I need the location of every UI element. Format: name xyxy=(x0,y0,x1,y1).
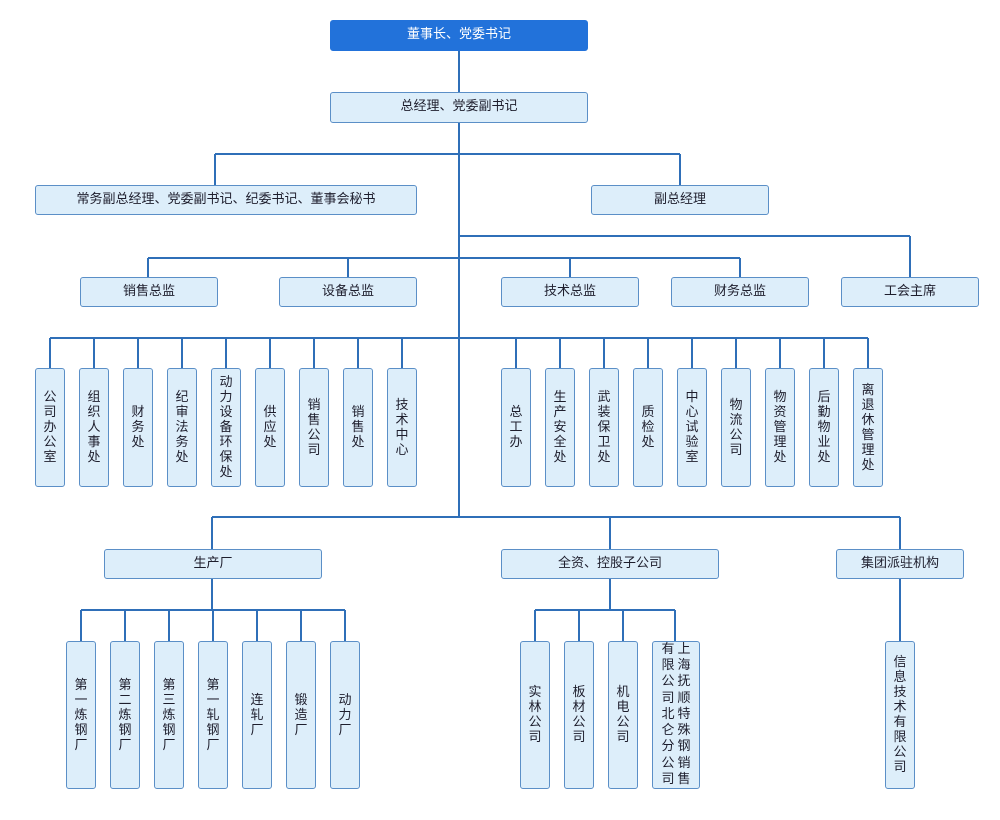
node-dept-right: 生产安全处 xyxy=(545,368,575,487)
node-dept-left: 公司办公室 xyxy=(35,368,65,487)
node-chairman: 董事长、党委书记 xyxy=(330,20,588,51)
node-dept-left: 财务处 xyxy=(123,368,153,487)
node-union-chair: 工会主席 xyxy=(841,277,979,307)
node-dept-left: 销售公司 xyxy=(299,368,329,487)
node-company: 实林公司 xyxy=(520,641,550,789)
node-executive-vp: 常务副总经理、党委副书记、纪委书记、董事会秘书 xyxy=(35,185,417,215)
company-shanghai-col1: 上海抚顺特殊钢销售 xyxy=(677,641,691,787)
node-plant: 第二炼钢厂 xyxy=(110,641,140,789)
node-dept-left: 销售处 xyxy=(343,368,373,487)
node-vice-gm: 副总经理 xyxy=(591,185,769,215)
node-production-plants: 生产厂 xyxy=(104,549,322,579)
node-plant: 第一轧钢厂 xyxy=(198,641,228,789)
node-dept-left: 纪审法务处 xyxy=(167,368,197,487)
node-dept-right: 质检处 xyxy=(633,368,663,487)
node-equipment-director: 设备总监 xyxy=(279,277,417,307)
node-dept-left: 供应处 xyxy=(255,368,285,487)
node-plant: 连轧厂 xyxy=(242,641,272,789)
node-dept-left: 动力设备环保处 xyxy=(211,368,241,487)
node-dept-right: 物资管理处 xyxy=(765,368,795,487)
node-dispatched-company: 信息技术有限公司 xyxy=(885,641,915,789)
node-plant: 第三炼钢厂 xyxy=(154,641,184,789)
company-shanghai-col2: 有限公司北仑分公司 xyxy=(661,641,675,787)
node-technical-director: 技术总监 xyxy=(501,277,639,307)
node-general-manager: 总经理、党委副书记 xyxy=(330,92,588,123)
node-dept-right: 总工办 xyxy=(501,368,531,487)
node-dispatched-units: 集团派驻机构 xyxy=(836,549,964,579)
node-dept-right: 后勤物业处 xyxy=(809,368,839,487)
node-company: 板材公司 xyxy=(564,641,594,789)
node-subsidiaries: 全资、控股子公司 xyxy=(501,549,719,579)
node-dept-right: 武装保卫处 xyxy=(589,368,619,487)
node-dept-right: 离退休管理处 xyxy=(853,368,883,487)
node-company: 机电公司 xyxy=(608,641,638,789)
node-dept-right: 物流公司 xyxy=(721,368,751,487)
node-dept-left: 组织人事处 xyxy=(79,368,109,487)
node-plant: 第一炼钢厂 xyxy=(66,641,96,789)
node-finance-director: 财务总监 xyxy=(671,277,809,307)
node-dept-right: 中心试验室 xyxy=(677,368,707,487)
node-dept-left: 技术中心 xyxy=(387,368,417,487)
node-plant: 动力厂 xyxy=(330,641,360,789)
node-plant: 锻造厂 xyxy=(286,641,316,789)
node-sales-director: 销售总监 xyxy=(80,277,218,307)
node-company-shanghai: 上海抚顺特殊钢销售 有限公司北仑分公司 xyxy=(652,641,700,789)
